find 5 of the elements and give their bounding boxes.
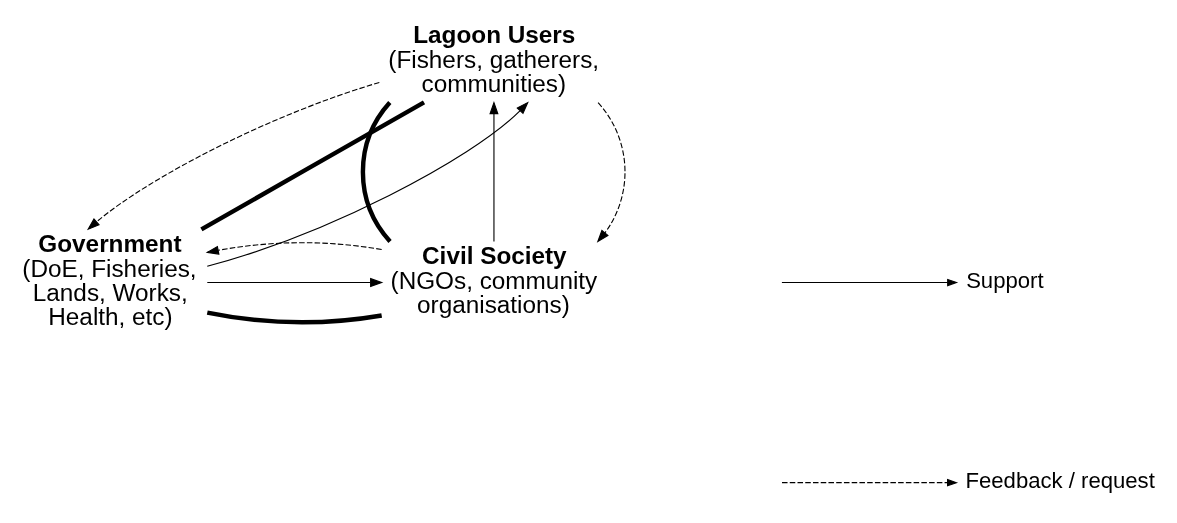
node-text: Government (DoE, Fisheries, Lands, Works, Health, etc): [22, 230, 197, 331]
legend-label: Support: [966, 268, 1044, 294]
node-text: Civil Society (NGOs, community organisations): [390, 242, 598, 319]
node-text: Lagoon Users (Fishers, gatherers, communities): [388, 21, 600, 97]
legend-label: Feedback / request: [965, 468, 1155, 494]
